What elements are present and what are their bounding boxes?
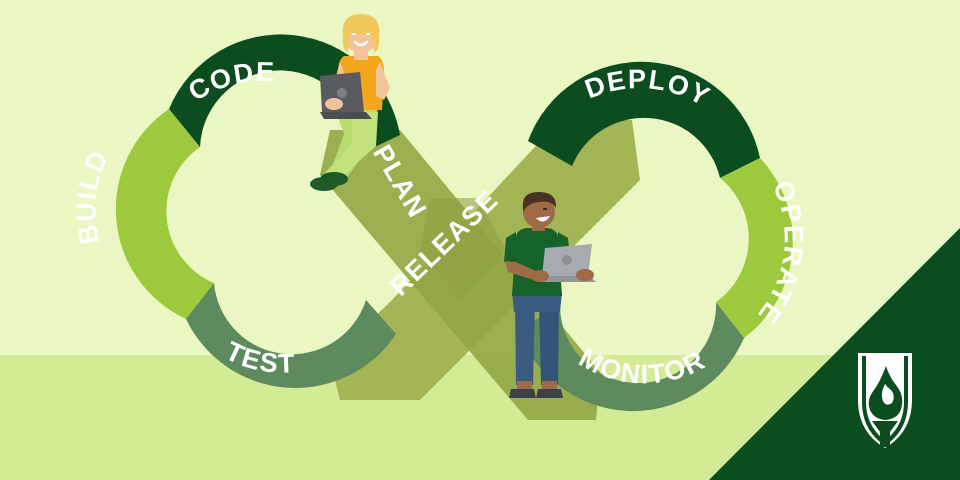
man-eye [543, 208, 547, 210]
woman-smile [353, 40, 369, 47]
woman-laptop-logo [337, 88, 347, 98]
man-leg-left [515, 300, 535, 385]
man-forearm-left [505, 261, 538, 280]
segment-deploy [528, 61, 760, 178]
man-smile [536, 216, 550, 222]
rasmussen-shield-flame-logo [858, 353, 912, 448]
woman-eye-left [352, 33, 356, 35]
woman-eye-right [366, 33, 370, 35]
woman-shoe-front [310, 177, 338, 191]
man-sleeve-left [504, 232, 516, 264]
man-hips [512, 292, 562, 312]
woman-leg-front [322, 112, 378, 180]
woman-with-laptop [310, 14, 390, 191]
woman-hair [342, 14, 380, 52]
flame-inner-curl-icon [881, 384, 894, 405]
torch-base-icon [872, 421, 898, 447]
man-leg-right [539, 300, 559, 385]
man-hair [522, 192, 557, 212]
band-crossing-shade [420, 198, 506, 300]
man-laptop-logo [562, 255, 572, 265]
man-with-laptop [504, 192, 596, 398]
shield-edge-left-icon [862, 356, 882, 442]
man-ankle-right [542, 381, 557, 389]
woman-arm-right [376, 62, 390, 100]
man-hand-left [531, 270, 549, 282]
segment-test [186, 283, 396, 388]
segment-build [115, 109, 214, 319]
woman-hand [325, 98, 343, 110]
man-ankle-left [517, 381, 532, 389]
shield-edge-right-icon [888, 356, 908, 442]
man-hand-right [576, 269, 594, 281]
woman-laptop-base [320, 112, 372, 119]
man-shoe-right [536, 389, 563, 398]
segment-monitor [518, 302, 744, 412]
man-shoe-left [509, 389, 536, 398]
segment-operate [716, 158, 793, 338]
